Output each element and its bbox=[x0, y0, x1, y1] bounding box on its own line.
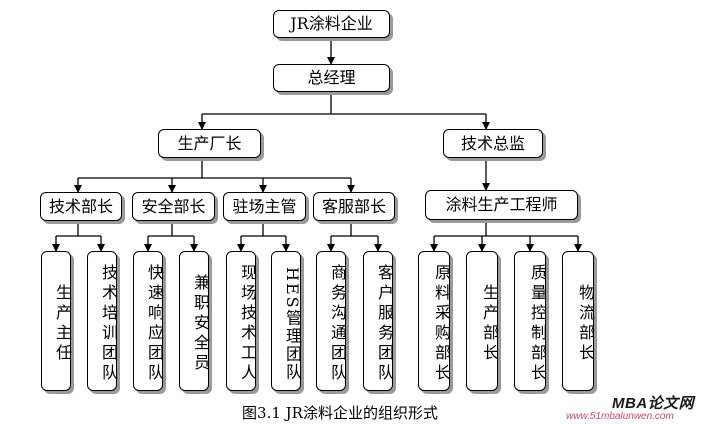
node-general-manager: 总经理 bbox=[273, 64, 390, 92]
node-unit-tech-training: 技术培训团队 bbox=[87, 251, 118, 391]
node-unit-procurement: 原料采购部长 bbox=[418, 251, 451, 391]
node-unit-hes-management: HES管理团队 bbox=[271, 251, 302, 391]
figure-caption: 图3.1 JR涂料企业的组织形式 bbox=[242, 404, 438, 422]
node-unit-business-communication: 商务沟通团队 bbox=[316, 251, 347, 391]
node-dept-safety: 安全部长 bbox=[132, 192, 215, 221]
node-tech-director: 技术总监 bbox=[443, 129, 543, 158]
node-unit-rapid-response: 快速响应团队 bbox=[133, 251, 164, 391]
node-unit-production-director: 生产主任 bbox=[41, 251, 72, 391]
node-unit-quality-control: 质量控制部长 bbox=[514, 251, 547, 391]
node-dept-customer-service: 客服部长 bbox=[313, 192, 395, 221]
node-unit-production-head: 生产部长 bbox=[466, 251, 499, 391]
node-unit-part-time-safety: 兼职安全员 bbox=[179, 251, 210, 391]
node-unit-customer-service: 客户服务团队 bbox=[363, 251, 394, 391]
node-unit-logistics: 物流部长 bbox=[562, 251, 595, 391]
node-dept-technology: 技术部长 bbox=[40, 192, 122, 221]
watermark-logo: MBA论文网 bbox=[612, 395, 695, 412]
node-unit-field-workers: 现场技术工人 bbox=[226, 251, 257, 391]
node-plant-manager: 生产厂长 bbox=[158, 129, 261, 158]
node-coating-engineer: 涂料生产工程师 bbox=[425, 190, 578, 220]
node-root: JR涂料企业 bbox=[273, 10, 390, 38]
watermark-url: www.51mbalunwen.com bbox=[566, 411, 674, 422]
node-site-supervisor: 驻场主管 bbox=[223, 192, 306, 221]
